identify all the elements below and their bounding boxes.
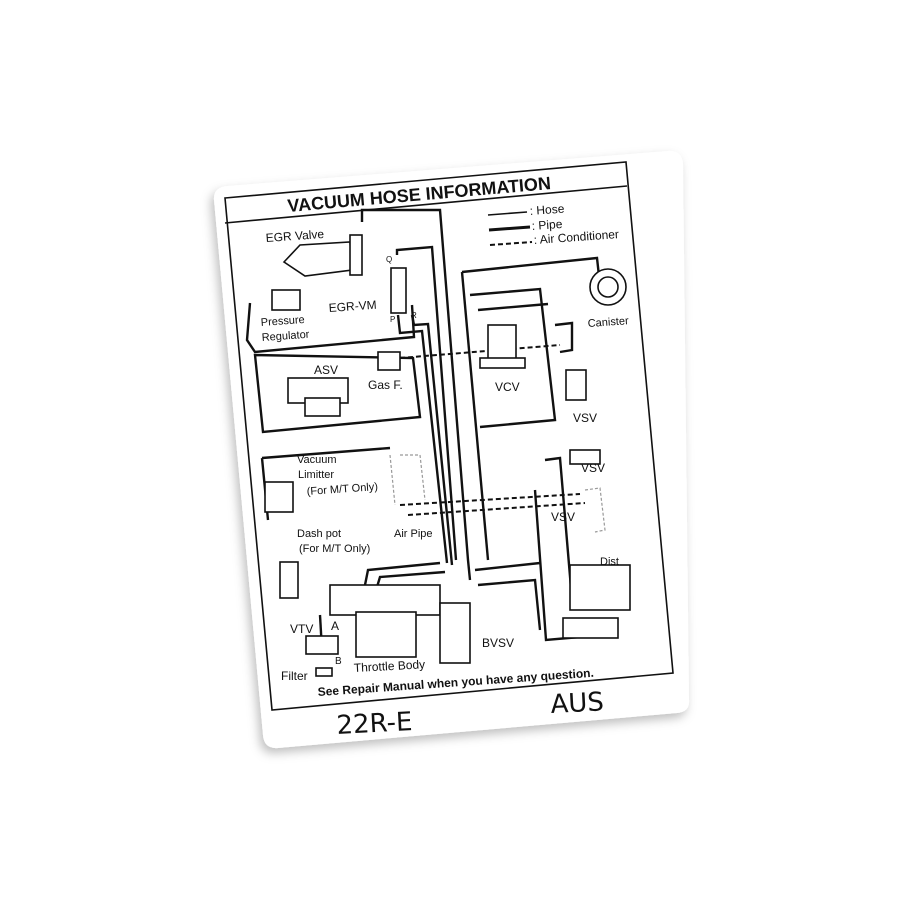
label-regulator: Regulator [261, 329, 310, 344]
engine-code: 22R-E [336, 707, 413, 741]
label-gas-f: Gas F. [368, 378, 403, 392]
label-vtv: VTV [290, 622, 313, 636]
label-dist: Dist [600, 556, 619, 568]
legend: : Hose : Pipe : Air Conditioner [487, 202, 619, 247]
label-air-pipe: Air Pipe [394, 528, 433, 540]
label-bvsv: BVSV [482, 636, 514, 650]
label-throttle-body: Throttle Body [353, 657, 425, 675]
vsv-shape-2 [569, 449, 601, 465]
label-egr-vm: EGR-VM [328, 298, 377, 315]
distributor-shape [569, 564, 631, 611]
label-egr-valve: EGR Valve [265, 227, 325, 245]
dash-pot-shape [279, 561, 299, 599]
legend-pipe: : Pipe [531, 217, 563, 233]
label-limitter: Limitter [298, 469, 334, 481]
label-pressure: Pressure [260, 314, 305, 329]
label-b: B [335, 656, 342, 667]
diagram-border [224, 161, 674, 711]
components [264, 234, 631, 677]
label-vsv-1: VSV [573, 411, 597, 425]
label-dash-pot: Dash pot [297, 528, 341, 540]
title-divider [224, 185, 628, 224]
label-r: R [411, 311, 417, 320]
bvsv-shape [439, 602, 471, 664]
component-labels: EGR Valve Pressure Regulator EGR-VM Q P … [260, 227, 629, 683]
label-vacuum: Vacuum [297, 454, 337, 466]
pressure-regulator-shape [271, 289, 301, 311]
label-for-mt-only-1: (For M/T Only) [306, 481, 378, 498]
label-filter: Filter [281, 669, 308, 683]
vacuum-limitter-shape [264, 481, 294, 513]
label-asv: ASV [314, 363, 338, 377]
label-a: A [331, 619, 339, 633]
label-q: Q [386, 255, 392, 264]
vtv-shape [305, 635, 339, 655]
label-vsv-2: VSV [581, 461, 605, 475]
label-p: P [390, 315, 395, 324]
vcv-shape [487, 324, 517, 361]
region-code: AUS [550, 687, 605, 720]
vsv-shape-1 [565, 369, 587, 401]
gas-filter-shape [377, 351, 401, 371]
label-vcv: VCV [495, 380, 520, 394]
label-for-mt-only-2: (For M/T Only) [299, 543, 370, 555]
legend-hose: : Hose [529, 202, 565, 218]
label-vsv-3: VSV [551, 510, 575, 524]
egr-vm-shape [390, 267, 407, 314]
throttle-body-shape [329, 584, 441, 616]
label-canister: Canister [587, 315, 629, 330]
legend-air-conditioner: : Air Conditioner [533, 227, 619, 247]
